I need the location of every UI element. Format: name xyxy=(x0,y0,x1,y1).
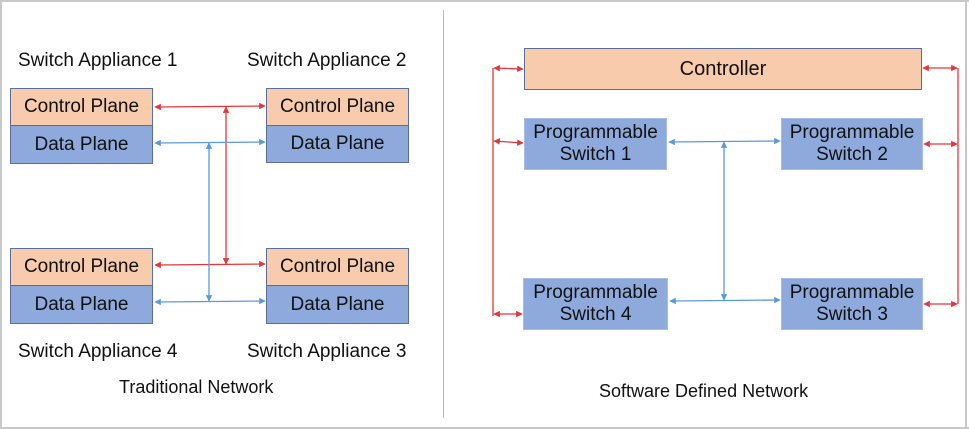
appliance-1-data-plane: Data Plane xyxy=(10,125,153,164)
data-plane-text: Data Plane xyxy=(34,133,129,155)
frame-border-bottom xyxy=(0,427,969,429)
appliance-1-control-plane: Control Plane xyxy=(10,88,153,126)
appliance-4-label: Switch Appliance 4 xyxy=(18,341,178,362)
sdn-data-link-1-2 xyxy=(668,137,781,146)
switch-line1: Programmable xyxy=(533,282,658,304)
switch-line2: Switch 3 xyxy=(816,304,888,325)
appliance-2-data-plane: Data Plane xyxy=(266,125,409,163)
sdn-data-link-4-3 xyxy=(669,296,781,305)
switch-line1: Programmable xyxy=(789,122,915,144)
switch-line1: Programmable xyxy=(789,282,915,304)
controller-text: Controller xyxy=(679,57,767,80)
appliance-2-control-plane: Control Plane xyxy=(266,88,409,126)
control-plane-text: Control Plane xyxy=(279,96,396,118)
controller-box: Controller xyxy=(524,48,922,90)
control-plane-text: Control Plane xyxy=(279,256,396,278)
data-link-1-2 xyxy=(154,138,266,147)
control-link-1-2 xyxy=(154,102,266,111)
appliance-4-data-plane: Data Plane xyxy=(10,285,153,324)
appliance-4-control-plane: Control Plane xyxy=(10,248,153,286)
data-plane-text: Data Plane xyxy=(290,133,385,155)
appliance-3-label: Switch Appliance 3 xyxy=(247,341,407,362)
appliance-3-data-plane: Data Plane xyxy=(266,285,409,324)
appliance-1-label: Switch Appliance 1 xyxy=(18,50,178,71)
frame-border-left xyxy=(0,0,2,429)
frame-border-right xyxy=(965,0,967,429)
appliance-2-label: Switch Appliance 2 xyxy=(247,50,407,71)
control-plane-text: Control Plane xyxy=(23,96,140,118)
data-plane-text: Data Plane xyxy=(34,293,129,315)
panel-divider xyxy=(443,10,444,418)
switch-line1: Programmable xyxy=(533,122,658,144)
sdn-link-switch1 xyxy=(493,138,524,146)
switch-line2: Switch 1 xyxy=(559,144,632,165)
sdn-caption: Software Defined Network xyxy=(599,381,809,401)
traditional-network-caption: Traditional Network xyxy=(119,377,274,397)
switch-line2: Switch 4 xyxy=(559,304,632,325)
control-plane-text: Control Plane xyxy=(23,256,140,278)
data-plane-text: Data Plane xyxy=(290,293,385,315)
data-link-4-3 xyxy=(154,297,266,306)
switch-line2: Switch 2 xyxy=(816,144,888,165)
control-link-4-3 xyxy=(154,260,266,269)
sdn-link-controller-left xyxy=(493,64,524,73)
frame-border-top xyxy=(0,0,969,2)
